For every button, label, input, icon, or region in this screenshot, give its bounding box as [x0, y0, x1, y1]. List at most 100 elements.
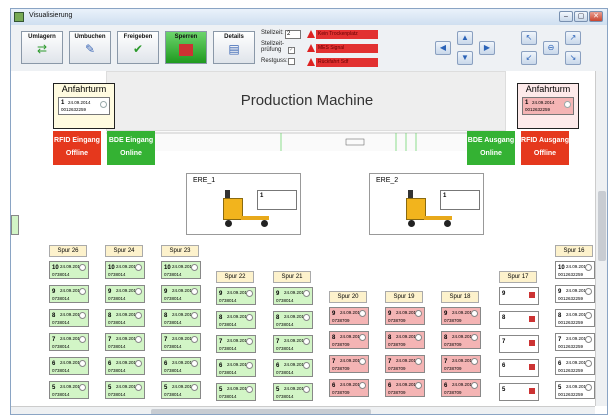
production-machine[interactable]: Production Machine	[106, 71, 506, 131]
spur-header[interactable]: Spur 19	[385, 291, 423, 303]
zoom-button[interactable]: ⊖	[543, 41, 559, 55]
details-button[interactable]: Details ▤	[213, 31, 255, 64]
restguss-checkbox[interactable]	[288, 58, 295, 65]
slot-number: 10	[52, 265, 59, 271]
ere-2-vehicle[interactable]: ERE_2 1	[369, 173, 484, 235]
lane-slot[interactable]: 5	[499, 383, 539, 401]
station-anfahrturm-right[interactable]: Anfahrturm 1 24.09.2014 0012632259	[517, 83, 579, 129]
station-pallet[interactable]: 1 24.09.2014 0012632259	[522, 97, 574, 115]
lane-slot[interactable]: 7	[499, 335, 539, 353]
spur-header[interactable]: Spur 26	[49, 245, 87, 257]
freigeben-button[interactable]: Freigeben ✔	[117, 31, 159, 64]
stellzeit-pruefung-label: Stellzeit- prüfung	[261, 41, 285, 53]
spur-header[interactable]: Spur 16	[555, 245, 593, 257]
slot-date: 24.09.2014	[116, 288, 139, 293]
status-indicator-icon	[303, 290, 310, 297]
spur-header[interactable]: Spur 23	[161, 245, 199, 257]
lane-slot[interactable]: 9	[499, 287, 539, 305]
spur-header[interactable]: Spur 22	[216, 271, 254, 283]
slot-id: 0012632259	[558, 272, 584, 277]
station-anfahrturm-left[interactable]: Anfahrturm 1 24.09.2014 0012632259	[53, 83, 115, 129]
station-pallet[interactable]: 1 24.09.2014 0012632259	[58, 97, 110, 115]
spur-header[interactable]: Spur 20	[329, 291, 367, 303]
nav-down-button[interactable]: ▼	[457, 51, 473, 65]
maximize-button[interactable]: ▢	[574, 11, 588, 22]
ere-slot[interactable]: 1	[257, 190, 297, 210]
spur-header[interactable]: Spur 21	[273, 271, 311, 283]
stellzeit-input[interactable]: 2	[285, 30, 301, 39]
umlagern-button[interactable]: Umlagern ⇄	[21, 31, 63, 64]
minimize-button[interactable]: –	[559, 11, 573, 22]
slot-number: 6	[219, 363, 223, 369]
vertical-scrollbar[interactable]	[595, 71, 607, 406]
ere-1-vehicle[interactable]: ERE_1 1	[186, 173, 301, 235]
spur-header[interactable]: Spur 24	[105, 245, 143, 257]
close-button[interactable]: ✕	[589, 11, 603, 22]
lane-slot[interactable]: 8	[499, 311, 539, 329]
nav-left-button[interactable]: ◀	[435, 41, 451, 55]
nav-upleft-button[interactable]: ↖	[521, 31, 537, 45]
sperren-button[interactable]: Sperren	[165, 31, 207, 64]
horizontal-scrollbar[interactable]	[11, 406, 595, 414]
stellzeit-pruefung-checkbox[interactable]: ✓	[288, 47, 295, 54]
nav-upright-button[interactable]: ↗	[565, 31, 581, 45]
spur-header[interactable]: Spur 17	[499, 271, 537, 283]
vertical-scroll-thumb[interactable]	[598, 191, 606, 261]
lane-slot[interactable]: 6	[499, 359, 539, 377]
nav-right-button[interactable]: ▶	[479, 41, 495, 55]
nav-downleft-button[interactable]: ↙	[521, 51, 537, 65]
umbuchen-button[interactable]: Umbuchen ✎	[69, 31, 111, 64]
ere-slot[interactable]: 1	[440, 190, 480, 210]
nav-up-button[interactable]: ▲	[457, 31, 473, 45]
horizontal-scroll-thumb[interactable]	[151, 409, 371, 414]
nav-downright-button[interactable]: ↘	[565, 51, 581, 65]
spur-header[interactable]: Spur 18	[441, 291, 479, 303]
